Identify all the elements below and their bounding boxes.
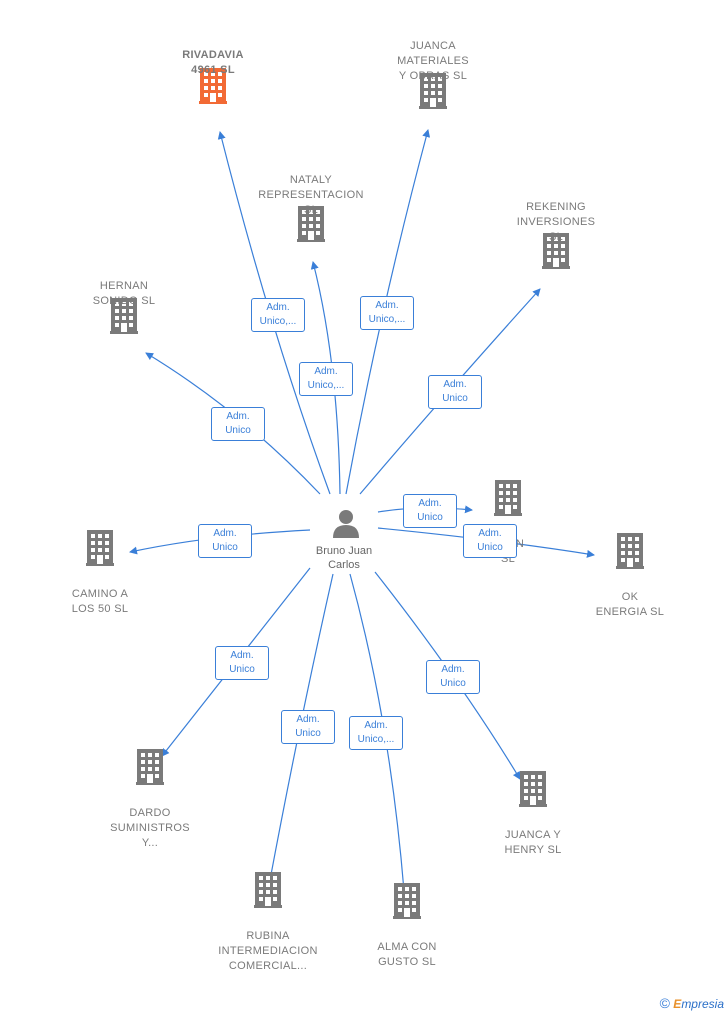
- relation-label-juanca-materiales[interactable]: Adm. Unico,...: [360, 296, 414, 330]
- relation-label-rivadavia[interactable]: Adm. Unico,...: [251, 298, 305, 332]
- person-name[interactable]: Bruno Juan Carlos: [315, 545, 373, 571]
- building-icon[interactable]: [136, 749, 164, 785]
- building-icon[interactable]: [519, 771, 547, 807]
- relation-label-camino[interactable]: Adm. Unico: [198, 524, 252, 558]
- relation-label-ok-energia[interactable]: Adm. Unico: [463, 524, 517, 558]
- company-name-nataly[interactable]: NATALY REPRESENTACION SL: [258, 174, 364, 216]
- relation-label-nataly[interactable]: Adm. Unico,...: [299, 362, 353, 396]
- company-name-juanca-materiales[interactable]: JUANCA MATERIALES Y OBRAS SL: [397, 40, 469, 82]
- relation-label-rubina[interactable]: Adm. Unico: [281, 710, 335, 744]
- person-icon: [333, 510, 359, 538]
- building-icon[interactable]: [494, 480, 522, 516]
- company-name-rubina[interactable]: RUBINA INTERMEDIACION COMERCIAL...: [218, 930, 318, 972]
- company-name-dardo[interactable]: DARDO SUMINISTROS Y...: [110, 807, 190, 849]
- company-name-juanca-henry[interactable]: JUANCA Y HENRY SL: [504, 829, 562, 856]
- relation-label-hernan-sonido[interactable]: Adm. Unico: [211, 407, 265, 441]
- company-name-camino[interactable]: CAMINO A LOS 50 SL: [71, 588, 129, 615]
- relation-label-rekening[interactable]: Adm. Unico: [428, 375, 482, 409]
- relation-label-dardo[interactable]: Adm. Unico: [215, 646, 269, 680]
- building-icon[interactable]: [86, 530, 114, 566]
- relation-label-alma[interactable]: Adm. Unico,...: [349, 716, 403, 750]
- company-name-hernan-sonido[interactable]: HERNAN SONIDO SL: [92, 280, 156, 307]
- company-name-ok-energia[interactable]: OK ENERGIA SL: [595, 591, 665, 618]
- building-icon[interactable]: [393, 883, 421, 919]
- company-name-rekening[interactable]: REKENING INVERSIONES SL: [516, 201, 596, 243]
- building-icon[interactable]: [616, 533, 644, 569]
- relation-label-hernan-sl[interactable]: Adm. Unico: [403, 494, 457, 528]
- copyright-footer: © Empresia: [660, 995, 724, 1011]
- copyright-icon: ©: [659, 995, 670, 1011]
- building-icon[interactable]: [254, 872, 282, 908]
- relation-label-juanca-henry[interactable]: Adm. Unico: [426, 660, 480, 694]
- empresia-logo: Empresia: [673, 997, 724, 1011]
- company-name-alma[interactable]: ALMA CON GUSTO SL: [377, 941, 437, 968]
- company-name-rivadavia[interactable]: RIVADAVIA 4961 SL: [182, 49, 244, 76]
